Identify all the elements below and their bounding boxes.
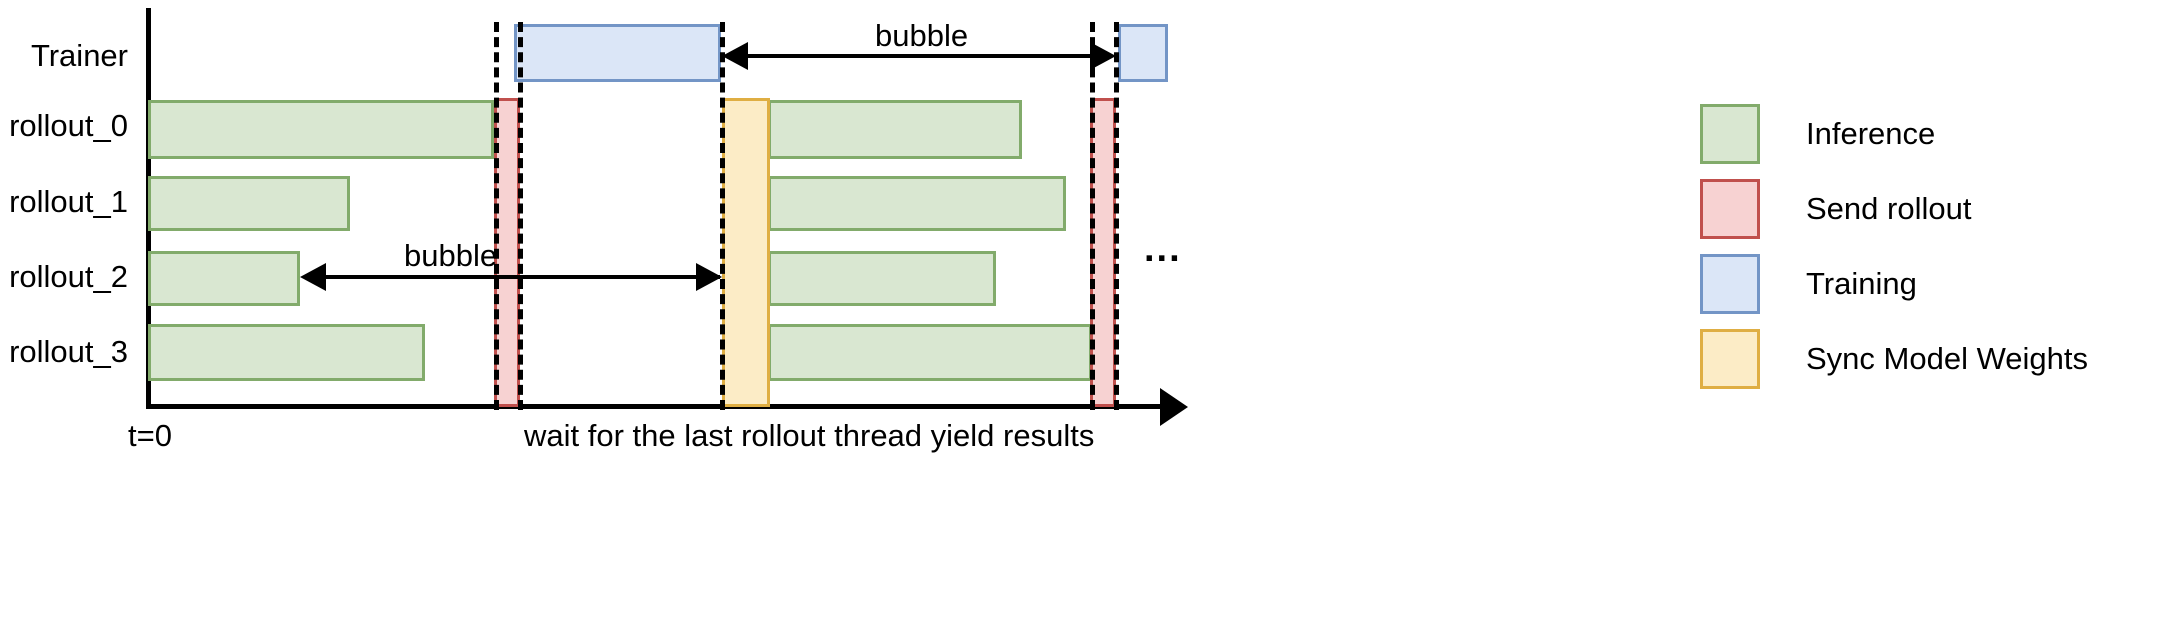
bubble-mid-arrowhead-right-icon [696, 263, 722, 291]
rollout-0-inference-2[interactable] [768, 100, 1022, 159]
legend-label-send-rollout: Send rollout [1806, 190, 1972, 226]
legend-item-inference[interactable]: Inference [1700, 96, 2170, 171]
rollout-1-inference-1[interactable] [148, 176, 350, 231]
trainer-training-block-2[interactable] [1118, 24, 1168, 82]
dashed-guide-training2-start [1114, 22, 1119, 410]
legend-swatch-send-rollout-icon [1700, 178, 1760, 239]
rollout-0-inference-1[interactable] [148, 100, 494, 159]
legend-swatch-sync-model-weights-icon [1700, 328, 1760, 389]
wait-caption: wait for the last rollout thread yield r… [524, 418, 1095, 453]
rollout-1-inference-2[interactable] [768, 176, 1066, 231]
bubble-top-arrowhead-left-icon [722, 42, 748, 70]
bubble-mid-arrowhead-left-icon [300, 263, 326, 291]
legend-label-inference: Inference [1806, 115, 1936, 151]
dashed-guide-training-start [518, 22, 523, 410]
sync-model-weights-band[interactable] [722, 98, 770, 407]
bubble-mid-label: bubble [404, 238, 498, 273]
legend-label-sync-model-weights: Sync Model Weights [1806, 340, 2088, 376]
legend-label-training: Training [1806, 265, 1917, 301]
bubble-mid-arrow-line [324, 275, 720, 279]
rollout-2-inference-2[interactable] [768, 251, 996, 306]
rollout-3-inference-2[interactable] [768, 324, 1092, 381]
dashed-guide-training-end [720, 22, 725, 410]
dashed-guide-send2-start [1090, 22, 1095, 410]
legend-item-sync-model-weights[interactable]: Sync Model Weights [1700, 321, 2170, 396]
rollout-2-inference-1[interactable] [148, 251, 300, 306]
legend-swatch-training-icon [1700, 253, 1760, 314]
rollout-3-inference-1[interactable] [148, 324, 425, 381]
bubble-top-arrow-line [746, 54, 1094, 58]
bubble-top-arrowhead-right-icon [1090, 42, 1116, 70]
trainer-training-block-1[interactable] [514, 24, 721, 82]
row-label-rollout-1: rollout_1 [9, 184, 128, 219]
legend: Inference Send rollout Training Sync Mod… [1700, 96, 2170, 396]
row-label-rollout-3: rollout_3 [9, 334, 128, 369]
row-label-trainer: Trainer [30, 38, 128, 73]
x-axis-arrow-icon [1160, 388, 1188, 426]
legend-item-send-rollout[interactable]: Send rollout [1700, 171, 2170, 246]
t-zero-label: t=0 [128, 418, 172, 453]
legend-item-training[interactable]: Training [1700, 246, 2170, 321]
bubble-top-label: bubble [875, 18, 969, 53]
row-label-rollout-2: rollout_2 [9, 259, 128, 294]
row-label-rollout-0: rollout_0 [9, 108, 128, 143]
ellipsis-indicator: ... [1144, 228, 1182, 270]
x-axis [146, 404, 1166, 409]
legend-swatch-inference-icon [1700, 103, 1760, 164]
dashed-guide-send-start [494, 22, 499, 410]
